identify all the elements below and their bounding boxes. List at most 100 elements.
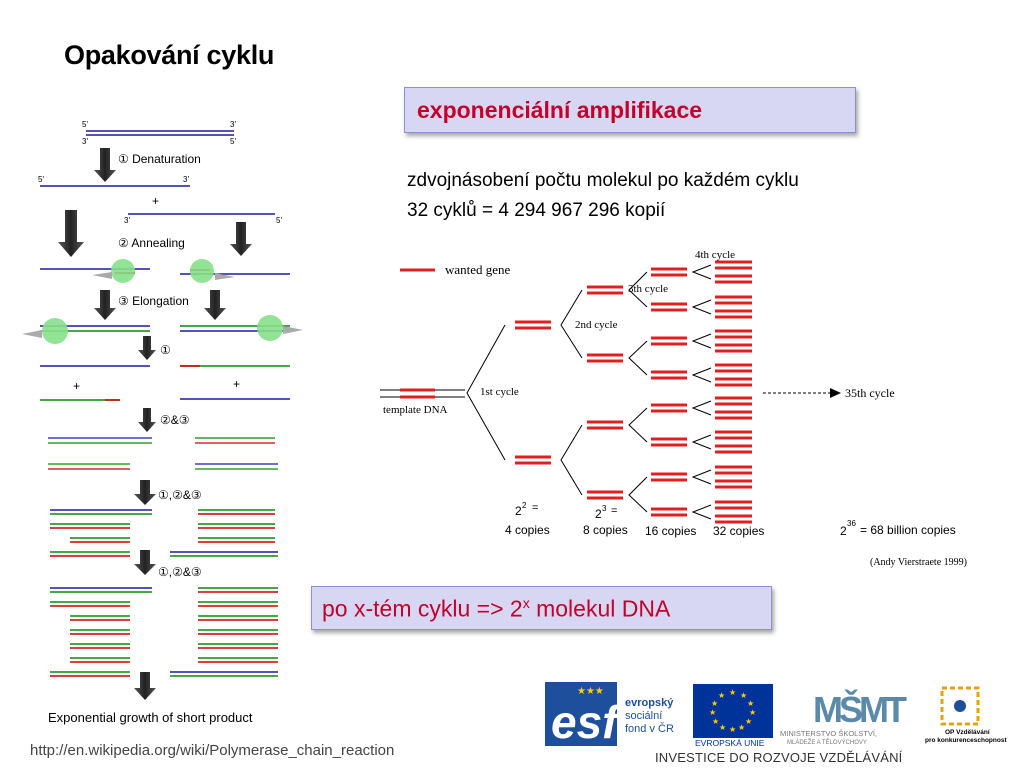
svg-text:EVROPSKÁ UNIE: EVROPSKÁ UNIE (695, 738, 765, 748)
slide-title: Opakování cyklu (64, 40, 275, 70)
eu-logo: ★★★ ★★★ ★★★ ★★★ EVROPSKÁ UNIE (693, 684, 773, 748)
svg-text:=: = (611, 505, 617, 517)
svg-text:2: 2 (840, 524, 847, 538)
esf-logo: esf ★★★ evropský sociální fond v ČR (545, 682, 674, 748)
polymerase-enzyme (42, 318, 68, 344)
down-arrow-icon (58, 210, 84, 257)
step-2-3: ②&③ (160, 413, 190, 427)
branch-line (560, 424, 583, 496)
svg-text:★: ★ (749, 708, 756, 717)
source-url[interactable]: http://en.wikipedia.org/wiki/Polymerase_… (30, 742, 395, 759)
label-5prime: 5' (38, 175, 44, 184)
svg-text:★: ★ (747, 699, 754, 708)
direction-arrow-icon (215, 273, 235, 280)
highlight-box-exponential: exponenciální amplifikace (404, 87, 856, 133)
direction-arrow-icon (283, 326, 303, 334)
svg-text:★: ★ (738, 723, 745, 732)
svg-text:★: ★ (729, 725, 736, 734)
formula-suffix: molekul DNA (529, 595, 671, 622)
pcr-cycle-diagram: 5' 3' 3' 5' ① Denaturation 5' 3' + 3' 5'… (22, 120, 303, 725)
down-arrow-icon (94, 290, 116, 320)
svg-text:2: 2 (522, 501, 527, 510)
svg-text:32 copies: 32 copies (713, 524, 764, 538)
down-arrow-icon (138, 408, 156, 432)
svg-text:3: 3 (602, 504, 607, 513)
svg-text:= 68 billion copies: = 68 billion copies (860, 523, 956, 537)
label-3prime: 3' (183, 175, 189, 184)
cycle-2-label: 2nd cycle (575, 319, 618, 331)
svg-text:★: ★ (709, 708, 716, 717)
pcr-caption: Exponential growth of short product (48, 710, 253, 725)
arrow-head-icon (830, 388, 841, 398)
gene-pair (651, 267, 687, 517)
strand-group (48, 437, 278, 470)
formula-text: po x-tém cyklu => 2x molekul DNA (322, 595, 670, 623)
label-3prime: 3' (82, 137, 88, 146)
label-5prime: 5' (82, 120, 88, 129)
doubling-text: zdvojnásobení počtu molekul po každém cy… (407, 170, 799, 191)
label-5prime: 5' (230, 137, 236, 146)
down-arrow-icon (138, 336, 156, 360)
down-arrow-icon (204, 290, 226, 320)
formula-exponent: x (522, 595, 530, 611)
branch-line (466, 324, 506, 461)
svg-text:8 copies: 8 copies (583, 523, 628, 537)
svg-text:pro konkurenceschopnost: pro konkurenceschopnost (925, 737, 1007, 744)
polymerase-enzyme (257, 315, 283, 341)
strand-group (50, 509, 278, 557)
label-5prime: 5' (276, 216, 282, 225)
step-annealing: ② Annealing (118, 236, 185, 250)
branch-line (691, 264, 712, 520)
plus-sign: + (152, 194, 159, 208)
gene-pair (587, 285, 623, 500)
svg-text:36: 36 (847, 519, 856, 528)
svg-text:★: ★ (740, 691, 747, 700)
down-arrow-icon (134, 480, 156, 505)
step-1-2-3: ①,②&③ (158, 565, 202, 579)
cycle-35-label: 35th cycle (845, 386, 895, 400)
plus-sign: + (73, 379, 80, 393)
svg-text:★: ★ (729, 688, 736, 697)
cycle-1-label: 1st cycle (480, 386, 519, 398)
label-3prime: 3' (230, 120, 236, 129)
copies-labels: 2 2 = 4 copies 2 3 = 8 copies 16 copies … (505, 501, 956, 538)
svg-text:OP Vzdělávání: OP Vzdělávání (945, 729, 990, 736)
step-elongation: ③ Elongation (118, 294, 189, 308)
footer-investice: INVESTICE DO ROZVOJE VZDĚLÁVÁNÍ (655, 750, 903, 765)
branch-line (560, 289, 583, 359)
svg-text:★: ★ (719, 723, 726, 732)
step-1-2-3: ①,②&③ (158, 488, 202, 502)
label-3prime: 3' (124, 216, 130, 225)
plus-sign: + (233, 377, 240, 391)
formula-prefix: po x-tém cyklu => 2 (322, 595, 523, 622)
strand-group (50, 587, 278, 677)
svg-text:★: ★ (712, 717, 719, 726)
svg-text:★: ★ (711, 699, 718, 708)
down-arrow-icon (134, 550, 156, 575)
svg-text:2: 2 (515, 504, 522, 518)
highlight-title: exponenciální amplifikace (417, 97, 703, 123)
amplification-diagram: wanted gene template DNA 1st cycle 2nd c… (380, 249, 967, 568)
svg-text:evropský: evropský (625, 697, 674, 709)
template-label: template DNA (383, 404, 448, 416)
gene-stack-32 (715, 260, 752, 524)
svg-text:MINISTERSTVO ŠKOLSTVÍ,: MINISTERSTVO ŠKOLSTVÍ, (780, 729, 877, 738)
svg-text:=: = (532, 502, 538, 514)
svg-text:sociální: sociální (625, 710, 662, 722)
down-arrow-icon (230, 222, 252, 256)
svg-text:esf: esf (551, 696, 622, 748)
svg-text:fond v ČR: fond v ČR (625, 722, 674, 735)
branch-line (628, 271, 648, 513)
direction-arrow-icon (92, 272, 112, 279)
svg-text:★★★: ★★★ (577, 686, 604, 697)
gene-pair (515, 320, 551, 465)
cycle-3-label: 3th cycle (628, 283, 668, 295)
down-arrow-icon (134, 672, 156, 700)
svg-text:MŠMT: MŠMT (813, 688, 907, 730)
svg-text:2: 2 (595, 507, 602, 521)
template-dna (380, 388, 465, 399)
op-vk-logo: OP Vzdělávání pro konkurenceschopnost (925, 686, 1007, 744)
svg-text:★: ★ (718, 691, 725, 700)
legend-wanted-gene: wanted gene (445, 262, 511, 277)
polymerase-enzyme (190, 259, 214, 283)
